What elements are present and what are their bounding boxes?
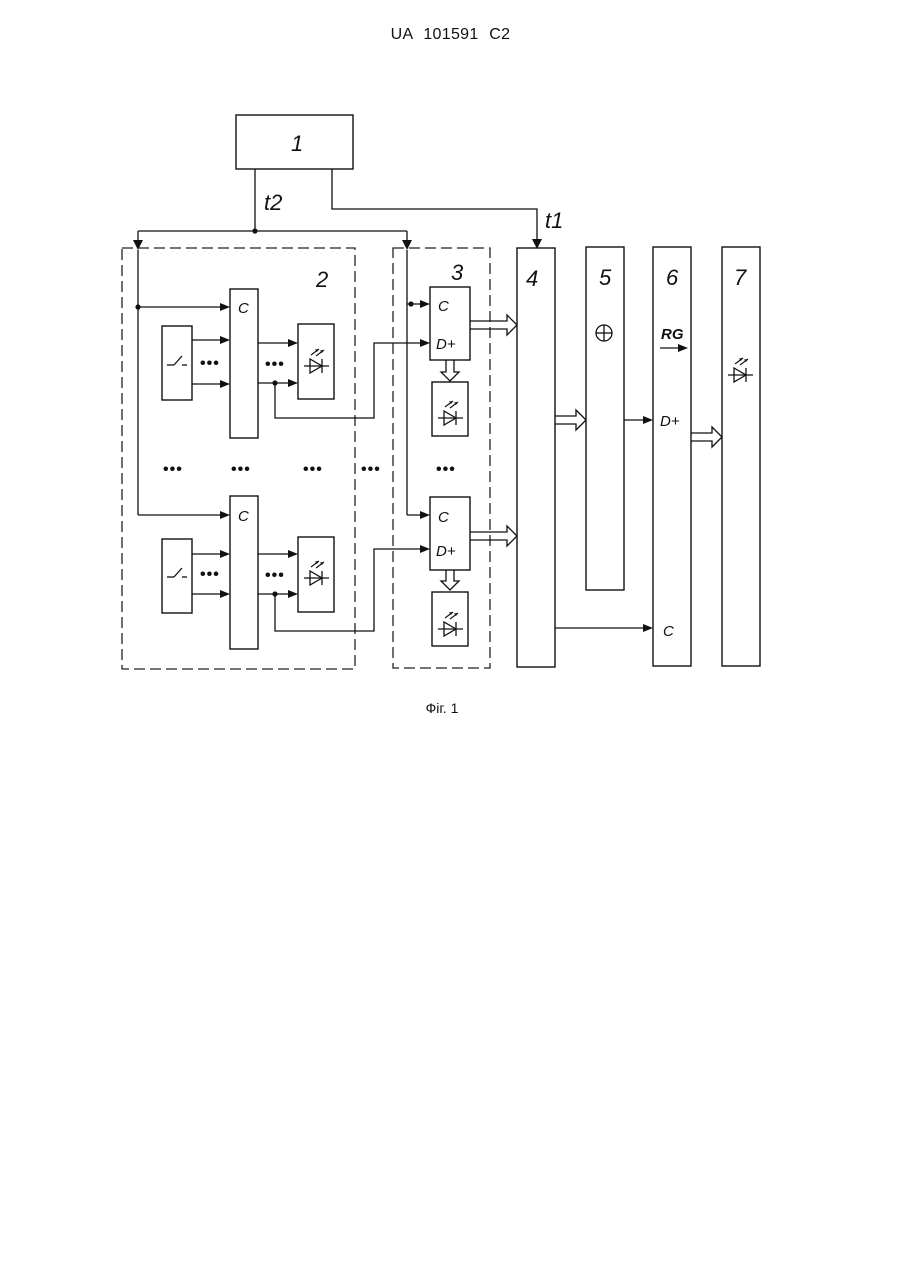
block-6-label: 6 xyxy=(666,265,679,290)
pin-c: C xyxy=(438,298,449,315)
ellipsis: ••• xyxy=(200,566,220,583)
pin-d-plus: D+ xyxy=(660,413,680,430)
led-block-upper xyxy=(298,324,334,399)
pin-c: C xyxy=(238,300,249,317)
block-7-label: 7 xyxy=(734,265,747,290)
block-3-label: 3 xyxy=(451,260,464,285)
ellipsis: ••• xyxy=(303,461,323,478)
block-6 xyxy=(653,247,691,666)
block-2-label: 2 xyxy=(315,267,328,292)
bus-3-to-4-upper xyxy=(470,315,517,335)
pin-d-plus: D+ xyxy=(436,336,456,353)
figure-caption: Фіг. 1 xyxy=(0,700,884,716)
bus-6-to-7 xyxy=(691,427,722,447)
switch-block-upper xyxy=(162,326,192,400)
t2-label: t2 xyxy=(264,190,282,215)
bus-arrow-down xyxy=(441,570,459,590)
pin-c: C xyxy=(438,509,449,526)
pin-d-plus: D+ xyxy=(436,543,456,560)
ellipsis: ••• xyxy=(361,461,381,478)
t1-label: t1 xyxy=(545,208,563,233)
block-7 xyxy=(722,247,760,666)
t1-line xyxy=(332,169,537,246)
ellipsis: ••• xyxy=(265,567,285,584)
bus-arrow-down xyxy=(441,360,459,381)
block-5 xyxy=(586,247,624,590)
led-counter-upper xyxy=(432,382,468,436)
block-5-label: 5 xyxy=(599,265,612,290)
ellipsis: ••• xyxy=(200,355,220,372)
block-4-label: 4 xyxy=(526,266,538,291)
pin-c: C xyxy=(663,623,674,640)
ellipsis: ••• xyxy=(436,461,456,478)
bus-4-to-5 xyxy=(555,410,586,430)
bus-3-to-4-lower xyxy=(470,526,517,546)
ellipsis: ••• xyxy=(265,356,285,373)
switch-block-lower xyxy=(162,539,192,613)
pin-rg: RG xyxy=(661,326,684,343)
block-1-label: 1 xyxy=(291,131,303,156)
ellipsis: ••• xyxy=(231,461,251,478)
pin-c: C xyxy=(238,508,249,525)
block-4 xyxy=(517,248,555,667)
ellipsis: ••• xyxy=(163,461,183,478)
